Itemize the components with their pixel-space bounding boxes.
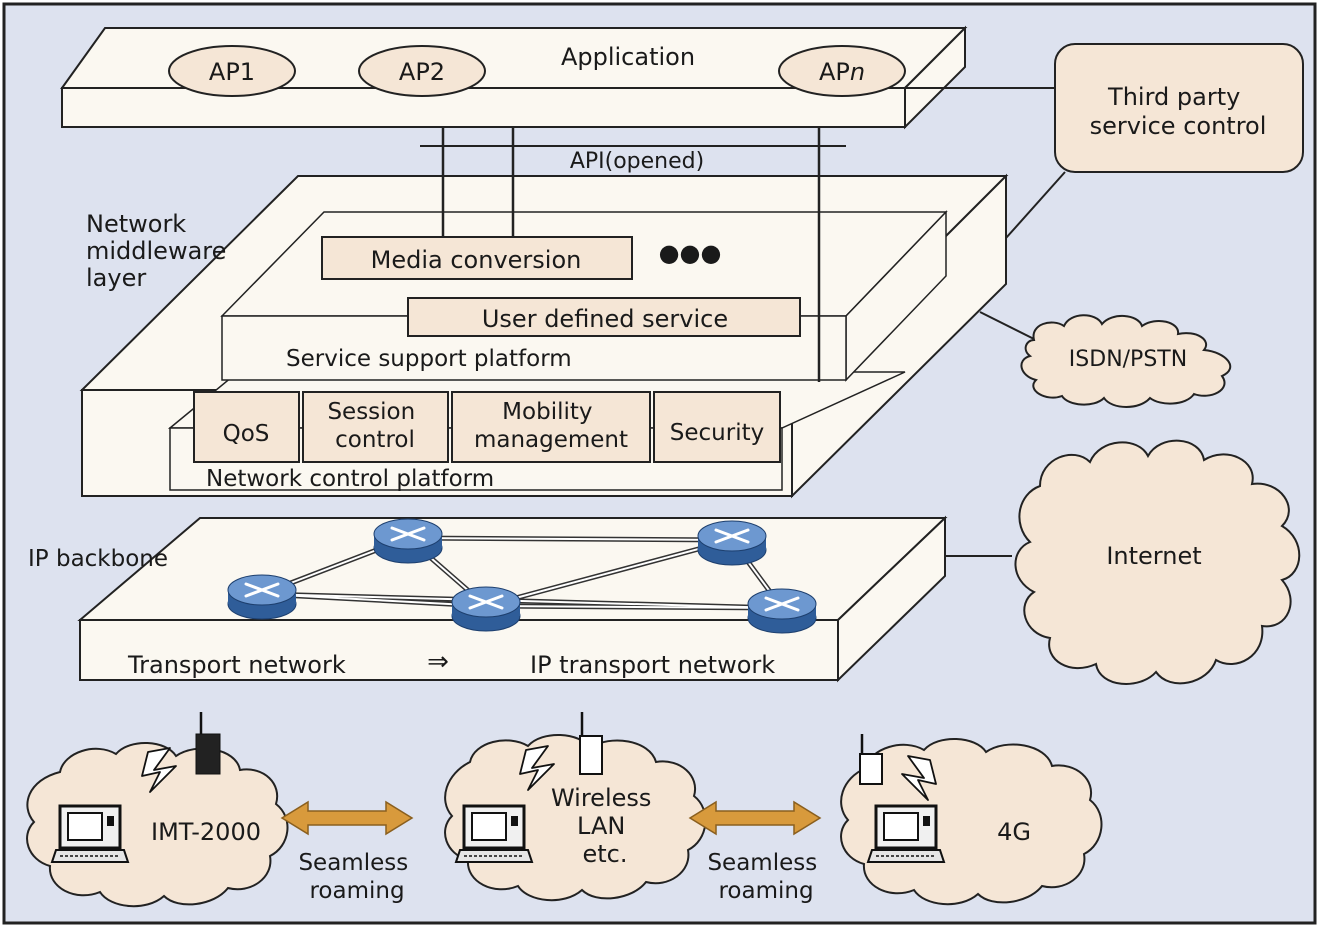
session-control-label: Session control xyxy=(327,399,422,453)
ap2-label: AP2 xyxy=(399,58,445,86)
laptop-icon xyxy=(866,804,946,864)
network-control-label: Network control platform xyxy=(206,466,494,492)
third-party-service-control xyxy=(1054,43,1304,173)
ip-backbone-label: IP backbone xyxy=(28,546,168,572)
router-icon xyxy=(372,517,444,565)
ellipsis-label: ●●● xyxy=(659,239,722,267)
media-conversion-label: Media conversion xyxy=(371,246,582,274)
middleware-label: Network middleware layer xyxy=(86,210,234,292)
router-icon xyxy=(746,587,818,635)
service-support-label: Service support platform xyxy=(286,346,572,372)
transition-arrow: ⇒ xyxy=(427,647,449,677)
imt2000-label: IMT-2000 xyxy=(151,818,261,846)
application-layer: Application AP1 AP2 APn xyxy=(60,25,968,130)
wireless-lan-label: Wireless LAN etc. xyxy=(551,784,659,868)
user-defined-service-label: User defined service xyxy=(482,305,728,333)
api-label: API(opened) xyxy=(570,149,704,174)
internet-cloud xyxy=(1014,439,1301,685)
qos-module xyxy=(193,391,300,463)
ip-transport-network-label: IP transport network xyxy=(530,651,775,679)
internet-label: Internet xyxy=(1106,542,1201,570)
mobility-management-module xyxy=(451,391,651,463)
session-control-module xyxy=(302,391,449,463)
security-module xyxy=(653,391,781,463)
media-conversion-box xyxy=(321,236,633,280)
4g-label: 4G xyxy=(997,818,1031,846)
mobility-management-label: Mobility management xyxy=(474,399,628,453)
access-point-icon xyxy=(579,735,603,775)
ap1-label: AP1 xyxy=(209,58,255,86)
ap1-node xyxy=(168,45,296,97)
router-icon xyxy=(450,585,522,633)
user-defined-service-box xyxy=(407,297,801,337)
base-station-icon xyxy=(859,753,883,785)
isdn-pstn-cloud xyxy=(1020,314,1232,408)
transport-network-label: Transport network xyxy=(127,651,346,679)
router-icon xyxy=(226,573,298,621)
base-station-icon xyxy=(195,733,221,775)
isdn-pstn-label: ISDN/PSTN xyxy=(1069,347,1187,372)
seamless-roaming-label: Seamless roaming xyxy=(707,850,824,904)
imt2000-cloud xyxy=(26,741,289,908)
qos-label: QoS xyxy=(223,421,270,447)
apn-node xyxy=(778,45,906,97)
security-label: Security xyxy=(670,420,764,446)
router-icon xyxy=(696,519,768,567)
seamless-roaming-label: Seamless roaming xyxy=(298,850,415,904)
ap2-node xyxy=(358,45,486,97)
third-party-label: Third party service control xyxy=(1090,83,1267,140)
third-party-middleware-link xyxy=(1005,171,1066,239)
laptop-icon xyxy=(50,804,130,864)
application-title: Application xyxy=(561,43,695,71)
laptop-icon xyxy=(454,804,534,864)
apn-label: APn xyxy=(819,58,865,86)
